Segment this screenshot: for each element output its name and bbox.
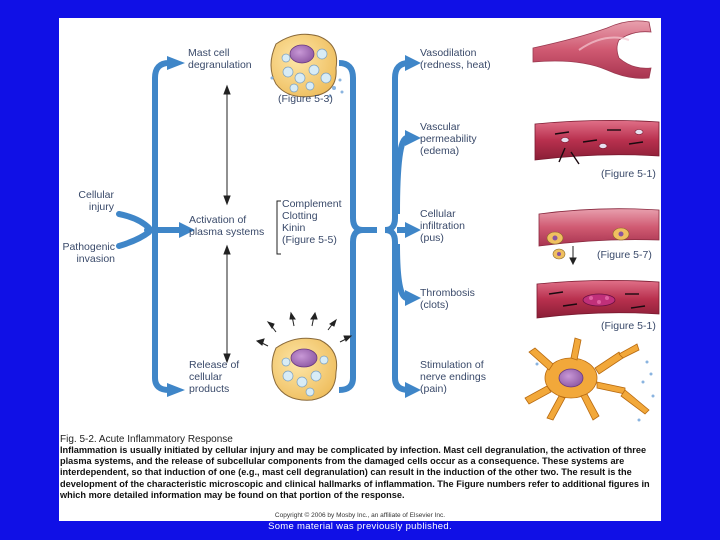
plasma-systems-list: Complement Clotting Kinin (Figure 5-5): [282, 198, 342, 246]
vascular-permeability-label: Vascular permeability (edema): [420, 121, 477, 157]
figure-ref-thrombosis: (Figure 5-1): [601, 320, 656, 332]
pathogenic-invasion-label: Pathogenic invasion: [62, 241, 115, 265]
mast-cell-illustration: [270, 33, 344, 98]
caption-title: Fig. 5-2. Acute Inflammatory Response: [60, 434, 233, 445]
infiltration-vessel-illustration: [538, 208, 660, 266]
nerve-dots: [535, 360, 655, 422]
figure-ref-mast: (Figure 5-3): [278, 93, 333, 105]
permeable-vessel-illustration: [534, 120, 660, 165]
figure-panel: Cellular injury Pathogenic invasion Mast…: [59, 18, 661, 521]
mast-cell-label: Mast cell degranulation: [188, 47, 252, 71]
stimulation-label: Stimulation of nerve endings (pain): [420, 359, 486, 395]
copyright-line: Copyright © 2006 by Mosby Inc., an affil…: [274, 512, 446, 519]
output-arrows: [394, 135, 411, 301]
cellular-infiltration-label: Cellular infiltration (pus): [420, 208, 465, 244]
vasodilation-label: Vasodilation (redness, heat): [420, 47, 491, 71]
caption-body: Inflammation is usually initiated by cel…: [60, 445, 650, 500]
middle-braces: [338, 60, 410, 393]
figure-caption: Fig. 5-2. Acute Inflammatory Response In…: [60, 434, 658, 501]
release-label: Release of cellular products: [189, 359, 240, 395]
cellular-injury-label: Cellular injury: [78, 189, 114, 213]
figure-ref-vascular: (Figure 5-1): [601, 168, 656, 180]
vertical-arrows: [223, 84, 231, 364]
activation-label: Activation of plasma systems: [189, 214, 265, 238]
figure-ref-infiltration: (Figure 5-7): [597, 249, 652, 261]
footer-text: Some material was previously published.: [268, 521, 452, 532]
left-arrowheads: [167, 56, 195, 397]
nerve-ending-illustration: [524, 337, 650, 421]
footer-note: Some material was previously published.: [0, 521, 720, 532]
left-bracket: [152, 60, 179, 393]
systems-bracket: [276, 200, 281, 255]
dilated-vessel-illustration: [532, 20, 652, 79]
inflammation-diagram: [116, 20, 660, 422]
release-cell-illustration: [255, 311, 353, 401]
thrombosis-vessel-illustration: [536, 280, 660, 319]
output-arrowheads: [405, 55, 421, 398]
thrombosis-label: Thrombosis (clots): [420, 287, 475, 311]
